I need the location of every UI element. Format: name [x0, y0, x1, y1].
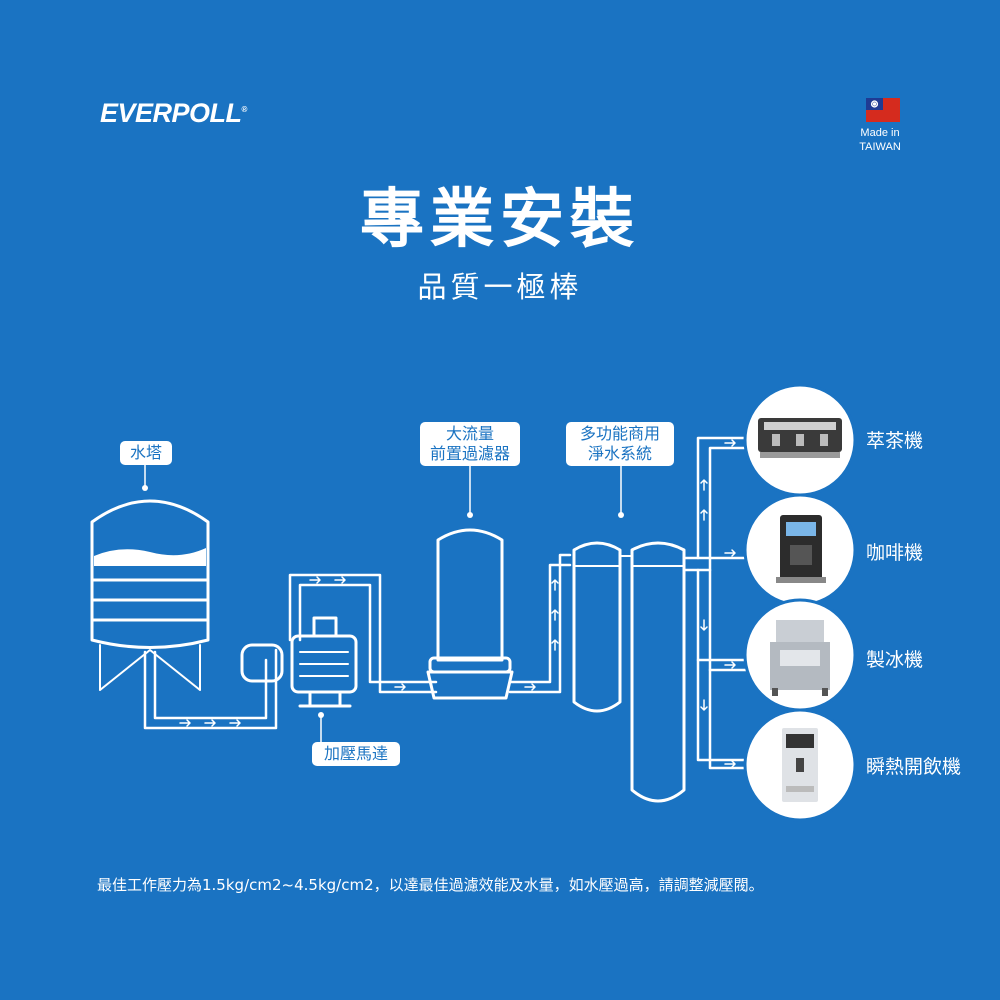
leader-dots [142, 485, 624, 718]
page-subtitle: 品質一極棒 [417, 270, 583, 304]
flow-arrows [179, 439, 736, 768]
pre-filter-icon [426, 528, 514, 700]
label-purification-system: 多功能商用 淨水系統 [566, 422, 674, 466]
pressure-footnote: 最佳工作壓力為1.5kg/cm2~4.5kg/cm2，以達最佳過濾效能及水量，如… [97, 876, 764, 894]
device-label-tea: 萃茶機 [866, 430, 924, 452]
brand-name: EVERPOLL [100, 98, 242, 128]
pipe-filter-to-system-inner [508, 553, 572, 694]
label-leaders [144, 464, 622, 743]
label-prefilter: 大流量 前置過濾器 [420, 422, 520, 466]
device-label-coffee: 咖啡機 [866, 542, 924, 564]
label-prefilter-line2: 前置過濾器 [429, 444, 510, 463]
taiwan-flag-icon [866, 98, 900, 122]
pump-icon [240, 616, 358, 708]
pipe-tower-to-pump-inner [153, 650, 268, 720]
label-prefilter-line1: 大流量 [445, 424, 494, 443]
water-dispenser-icon [782, 728, 818, 802]
device-label-ice: 製冰機 [866, 649, 924, 671]
taiwan-text: TAIWAN [859, 141, 901, 153]
label-pump: 加壓馬達 [312, 742, 400, 766]
label-water-tower: 水塔 [120, 441, 172, 465]
device-label-dispenser: 瞬熱開飲機 [866, 756, 962, 778]
label-system-line2: 淨水系統 [587, 444, 652, 463]
espresso-machine-icon [758, 418, 842, 458]
page-title: 專業安裝 [360, 183, 640, 257]
brand-mark: ® [241, 105, 248, 114]
pipe-outlet-manifold [682, 436, 754, 560]
label-system-line1: 多功能商用 [579, 424, 660, 443]
pipe-outlet-manifold-inner [682, 446, 754, 572]
water-tower-icon [90, 499, 210, 691]
brand-logo: EVERPOLL® [100, 98, 247, 129]
made-in-text: Made in [860, 127, 900, 139]
pipe-pump-to-filter-inner [298, 583, 438, 684]
pipe-tower-to-pump [143, 648, 278, 730]
coffee-machine-icon [776, 515, 826, 583]
ice-maker-icon [770, 620, 830, 696]
purification-system-icon [572, 541, 686, 803]
pipe-pump-to-filter [288, 573, 438, 694]
made-in-taiwan: Made in TAIWAN [830, 126, 930, 154]
